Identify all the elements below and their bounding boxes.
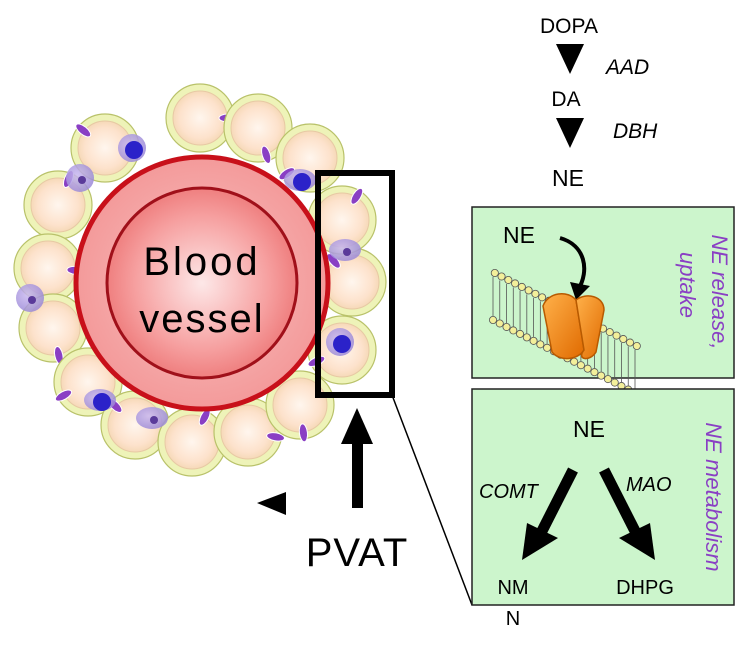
immune-cell: [118, 134, 146, 162]
metabolism-ne-label: NE: [573, 416, 605, 442]
adipocyte: [157, 407, 227, 477]
adipocyte-nucleus: [261, 145, 272, 164]
immune-cell: [66, 164, 94, 192]
adipocyte-nucleus: [266, 432, 285, 442]
pvat-label: PVAT: [306, 531, 409, 575]
adipocyte: [213, 397, 285, 467]
ne-transporter-protein: [542, 293, 605, 360]
aad-label: AAD: [604, 56, 649, 79]
pvat-arrow: [341, 408, 373, 508]
mao-label: MAO: [626, 474, 672, 496]
arrowhead-icon: [570, 282, 590, 300]
pointer-triangle: [257, 492, 286, 515]
adipocyte-nucleus: [54, 389, 73, 402]
metabolism-panel: NE COMT MAO NM N DHPG NE metabolism: [471, 388, 735, 630]
dopa-label: DOPA: [540, 15, 598, 38]
zoom-line: [391, 394, 473, 606]
release-title-line1: NE release,: [707, 235, 732, 350]
release-ne-label: NE: [503, 222, 535, 248]
release-uptake-panel: NE NE release, uptake: [471, 206, 735, 397]
adipocyte: [70, 113, 140, 183]
adipocyte-ring: [13, 83, 387, 477]
vessel-label-line1: Blood: [143, 240, 260, 284]
immune-cell: [329, 239, 361, 261]
ne-biosynthesis-pathway: DOPA AAD DA DBH NE: [540, 15, 658, 191]
da-label: DA: [551, 88, 580, 111]
vessel-label-line2: vessel: [139, 297, 264, 341]
nmn-label-line2: N: [506, 608, 520, 630]
pvat-highlight-box: [315, 170, 395, 398]
release-title-line2: uptake: [675, 252, 700, 318]
immune-cell: [284, 169, 316, 191]
blood-vessel: Blood vessel: [73, 154, 331, 412]
arrowhead-icon: [522, 523, 558, 560]
immune-cell: [326, 328, 354, 356]
dhpg-label: DHPG: [616, 577, 674, 599]
comt-label: COMT: [479, 481, 540, 503]
immune-cell: [84, 389, 116, 411]
mao-arrow: [599, 467, 642, 538]
metabolism-title: NE metabolism: [701, 422, 726, 571]
adipocyte-nucleus: [350, 187, 364, 205]
adipocyte: [18, 293, 88, 365]
arrow-down-icon: [556, 44, 584, 74]
dbh-label: DBH: [613, 120, 658, 143]
ne-label: NE: [552, 165, 584, 191]
adipocyte: [317, 247, 387, 317]
adipocyte-nucleus: [75, 123, 92, 138]
comt-arrow: [535, 467, 578, 538]
nmn-label-line1: NM: [497, 577, 528, 599]
adipocyte: [223, 93, 293, 164]
immune-cell: [136, 407, 168, 429]
arrowhead-icon: [619, 523, 655, 560]
adipocyte-nucleus: [298, 423, 309, 443]
immune-cell: [16, 284, 44, 312]
arrow-down-icon: [556, 118, 584, 148]
